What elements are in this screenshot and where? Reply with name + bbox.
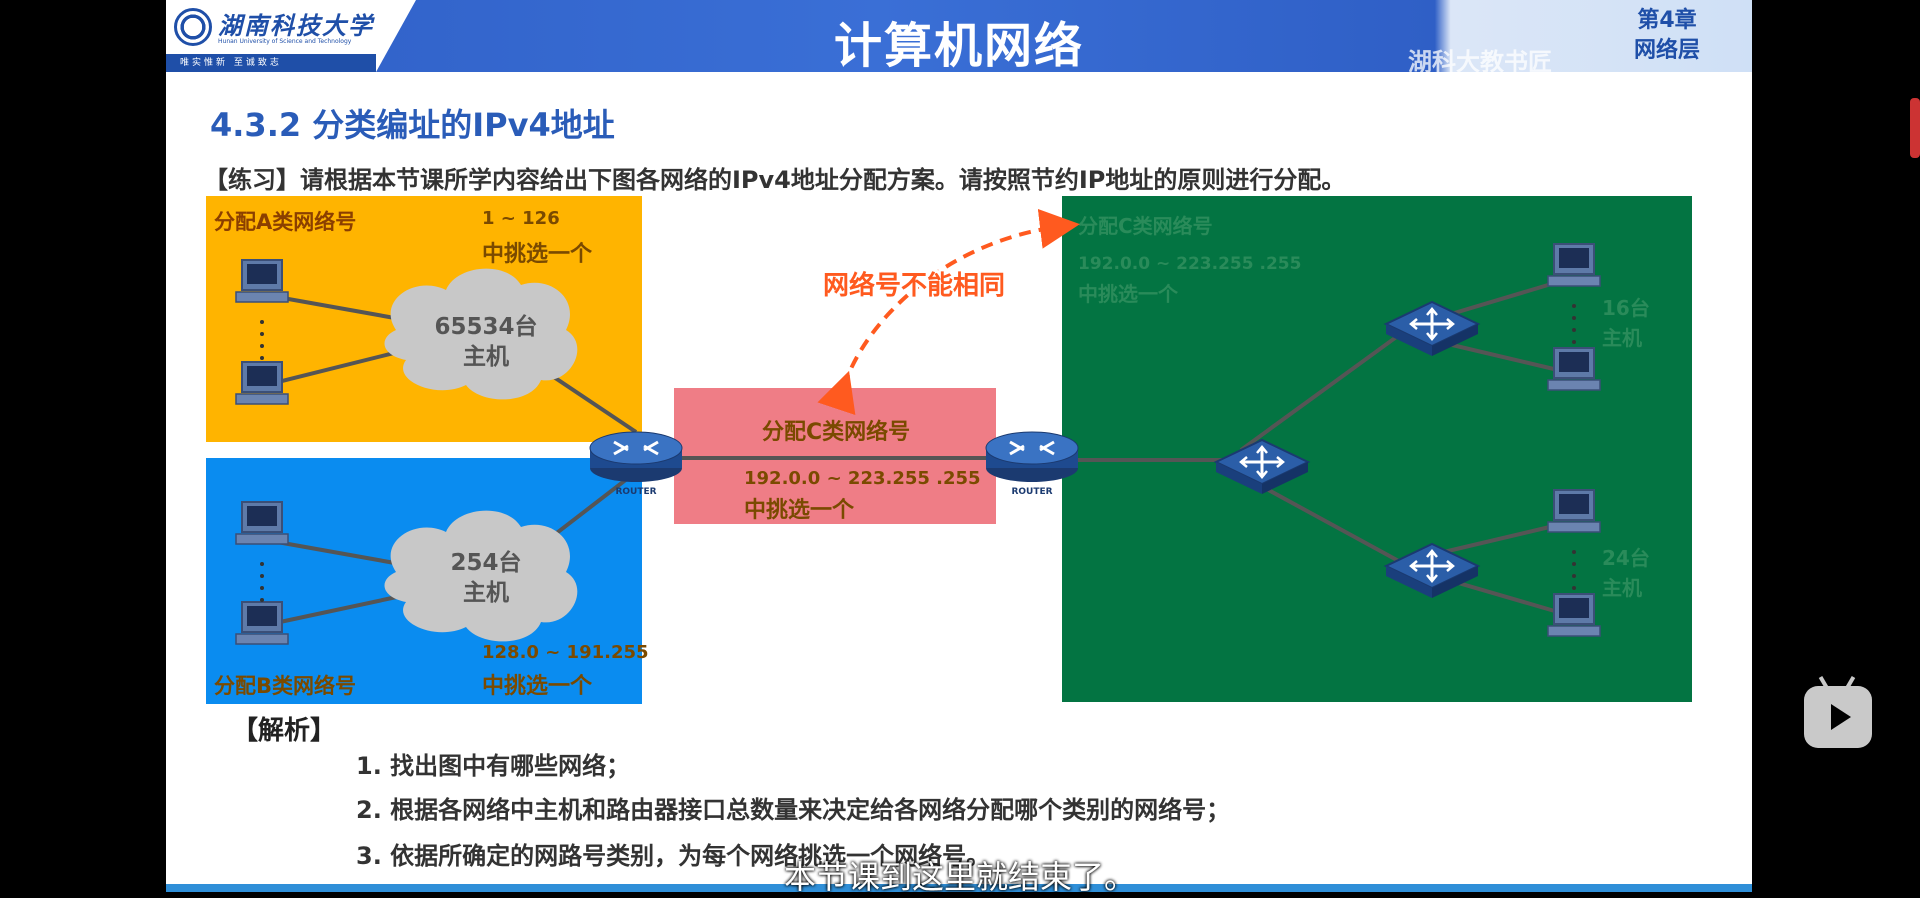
note-text: 网络号不能相同 [823,270,1005,301]
bilibili-play-icon[interactable] [1804,675,1872,748]
switch-icon [1384,542,1480,600]
network-c-top-hosts-unit: 主机 [1602,326,1642,350]
ellipsis-dots [260,304,1576,602]
network-link-label: 分配C类网络号 [762,420,911,445]
network-link-range: 192.0.0 ~ 223.255 .255 [744,468,981,489]
university-seal-icon [174,8,212,46]
cloud-b: 254台 主机 [384,510,578,642]
network-c-pick: 中挑选一个 [1078,282,1178,306]
pc-icon [235,259,289,303]
pc-icon [235,601,289,645]
play-icon-ear [1844,675,1856,691]
pc-icon [1547,489,1601,533]
section-title: 4.3.2 分类编址的IPv4地址 [210,106,615,144]
chapter-number: 第4章 [1637,8,1697,33]
pc-icon [235,501,289,545]
cloud-a-hosts: 65534台 [434,313,537,340]
network-a-range: 1 ~ 126 [482,208,560,229]
chapter-name: 网络层 [1633,38,1700,63]
exercise-text: 【练习】请根据本节课所学内容给出下图各网络的IPv4地址分配方案。请按照节约IP… [204,166,1346,194]
pc-icon [1547,347,1601,391]
network-b-label: 分配B类网络号 [214,674,357,698]
cloud-b-hosts: 254台 [450,549,521,576]
university-en-name: Hunan University of Science and Technolo… [218,38,352,45]
slide: 湖南科技大学 Hunan University of Science and T… [166,0,1752,892]
analysis-step: 3. 依据所确定的网路号类别，为每个网络挑选一个网络号。 [356,842,991,870]
network-a-label: 分配A类网络号 [214,210,357,234]
network-a-pick: 中挑选一个 [482,242,593,267]
header-slant [376,0,416,72]
network-b-pick: 中挑选一个 [482,674,593,699]
network-diagram: 65534台 主机 254台 主机 ROUTER ROUTER [235,208,1601,645]
pc-icon [235,361,289,405]
cloud-a-unit: 主机 [463,344,509,370]
cloud-b-unit: 主机 [463,580,509,606]
cloud-a: 65534台 主机 [384,268,578,400]
pc-icon [1547,243,1601,287]
progress-bar[interactable] [166,884,1752,892]
network-c-label: 分配C类网络号 [1078,214,1213,238]
analysis-step: 1. 找出图中有哪些网络； [356,752,631,780]
analysis-title: 【解析】 [232,716,337,746]
router-label: ROUTER [615,487,656,497]
university-logo: 湖南科技大学 Hunan University of Science and T… [166,0,376,72]
network-c-top-hosts: 16台 [1602,296,1650,320]
switch-icon [1214,438,1310,496]
network-c-bottom-hosts-unit: 主机 [1602,576,1642,600]
pc-icon [1547,593,1601,637]
course-title: 计算机网络 [833,18,1084,74]
network-b-range: 128.0 ~ 191.255 [482,642,649,663]
university-motto: 唯实惟新 至诚致志 [166,54,376,72]
watermark: 湖科大教书匠 [1408,48,1552,76]
slide-header: 湖南科技大学 Hunan University of Science and T… [166,0,1752,76]
chapter-label: 第4章 网络层 [1634,6,1700,66]
router-icon [588,430,684,484]
video-subtitle: 本节课到这里就结束了。 [783,858,1136,896]
network-c-bottom-hosts: 24台 [1602,546,1650,570]
network-link-pick: 中挑选一个 [744,498,855,523]
analysis-step: 2. 根据各网络中主机和路由器接口总数量来决定给各网络分配哪个类别的网络号； [356,796,1231,824]
router-label: ROUTER [1011,487,1052,497]
play-icon-ear [1818,675,1830,691]
university-name: 湖南科技大学 [218,11,374,40]
router-icon [984,430,1080,484]
note-arrow [817,208,1080,416]
play-triangle-icon [1831,704,1851,730]
network-c-range: 192.0.0 ~ 223.255 .255 [1078,254,1302,274]
scroll-indicator[interactable] [1910,98,1920,158]
